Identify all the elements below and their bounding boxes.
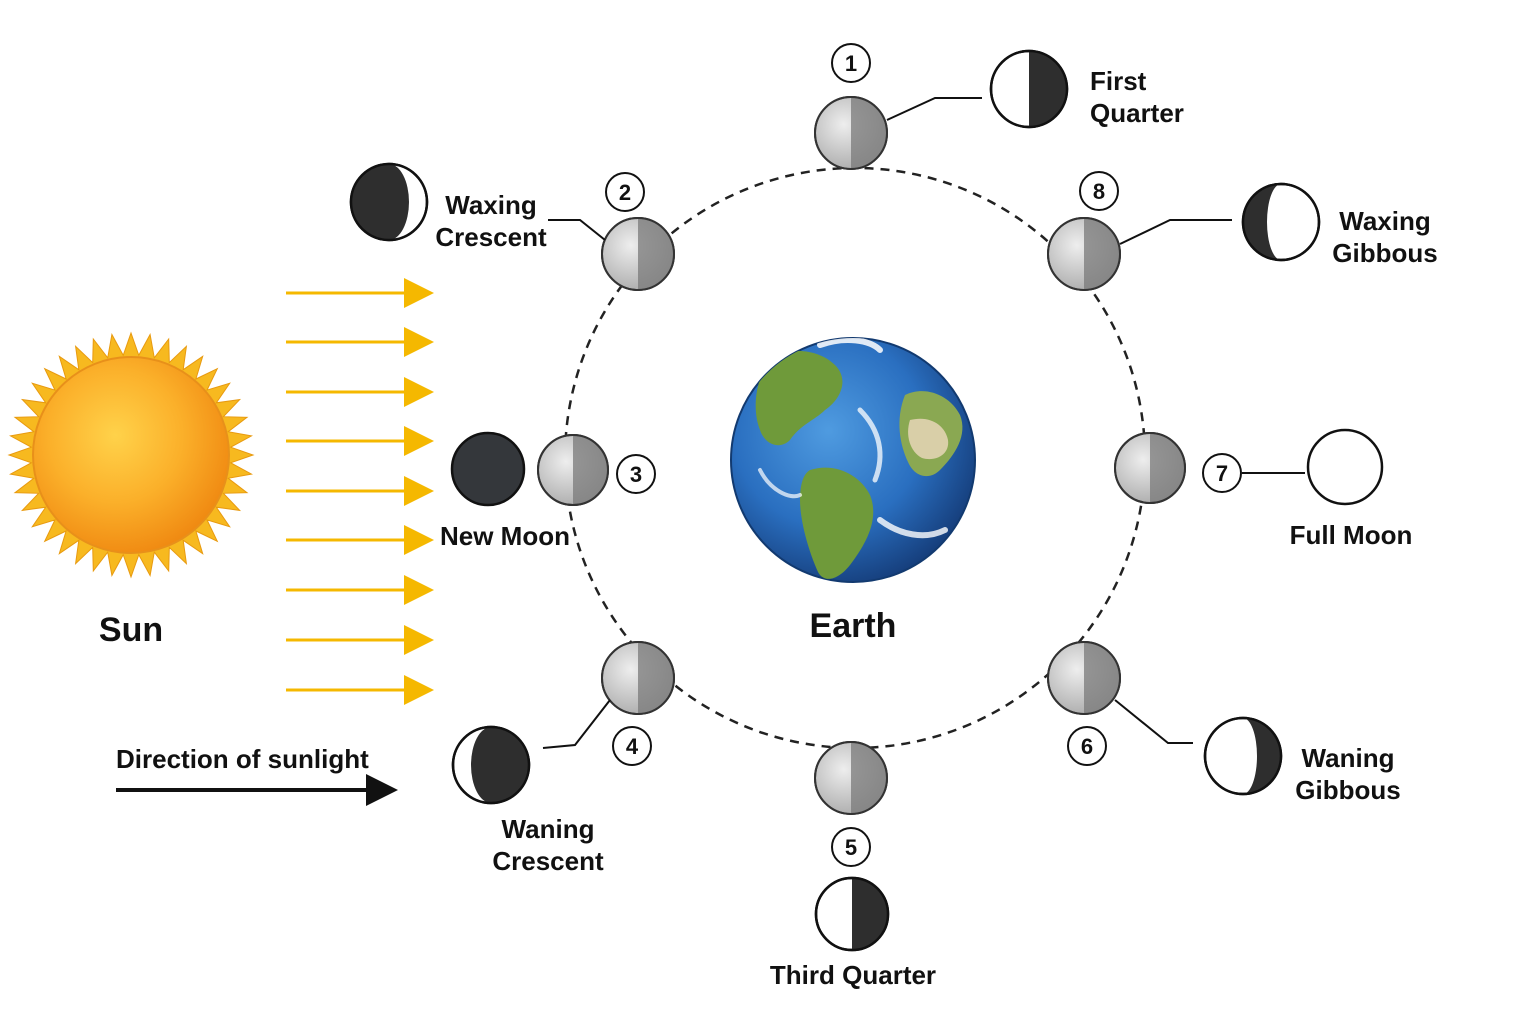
sun-icon <box>32 356 230 554</box>
first-quarter-icon <box>989 49 1069 129</box>
orbit-moon-7 <box>1114 432 1186 504</box>
phase-number-8: 8 <box>1079 171 1119 211</box>
waning-gibbous-icon <box>1203 716 1283 796</box>
sun: Sun <box>7 331 255 649</box>
orbit-moon-4 <box>601 641 675 715</box>
svg-text:8: 8 <box>1093 179 1105 204</box>
phase-number-4: 4 <box>612 726 652 766</box>
waxing-gibbous-icon <box>1241 182 1321 262</box>
earth: Earth <box>730 337 976 645</box>
sun-label: Sun <box>99 611 163 649</box>
sunlight-direction-label: Direction of sunlight <box>116 744 369 774</box>
phase-label-new-moon: New Moon <box>440 521 570 551</box>
phase-number-1: 1 <box>831 43 871 83</box>
svg-text:1: 1 <box>845 51 857 76</box>
svg-text:5: 5 <box>845 835 857 860</box>
waxing-crescent-icon <box>349 162 429 242</box>
orbit-moon-3 <box>537 434 609 506</box>
orbit-moon-6 <box>1047 641 1121 715</box>
phase-number-7: 7 <box>1202 453 1242 493</box>
orbit-moon-2 <box>601 217 675 291</box>
leader-lines <box>542 97 1305 749</box>
svg-text:7: 7 <box>1216 461 1228 486</box>
third-quarter-icon <box>814 876 890 952</box>
svg-text:4: 4 <box>626 734 639 759</box>
new-moon-icon <box>450 431 526 507</box>
phase-number-2: 2 <box>605 172 645 212</box>
earth-label: Earth <box>810 607 897 645</box>
sunlight-arrows <box>286 278 434 705</box>
sunlight-direction: Direction of sunlight <box>116 744 398 806</box>
phase-label-full-moon: Full Moon <box>1290 520 1413 550</box>
phase-number-3: 3 <box>616 454 656 494</box>
phase-label-third-quarter: Third Quarter <box>770 960 936 990</box>
full-moon-icon <box>1306 428 1384 506</box>
orbit-moon-1 <box>814 96 888 170</box>
svg-text:2: 2 <box>619 180 631 205</box>
phase-number-6: 6 <box>1067 726 1107 766</box>
orbit-moon-8 <box>1047 217 1121 291</box>
earth-continents <box>755 338 963 579</box>
orbit-moon-5 <box>814 741 888 815</box>
waning-crescent-icon <box>451 725 531 805</box>
phase-number-5: 5 <box>831 827 871 867</box>
svg-text:3: 3 <box>630 462 642 487</box>
svg-text:6: 6 <box>1081 734 1093 759</box>
